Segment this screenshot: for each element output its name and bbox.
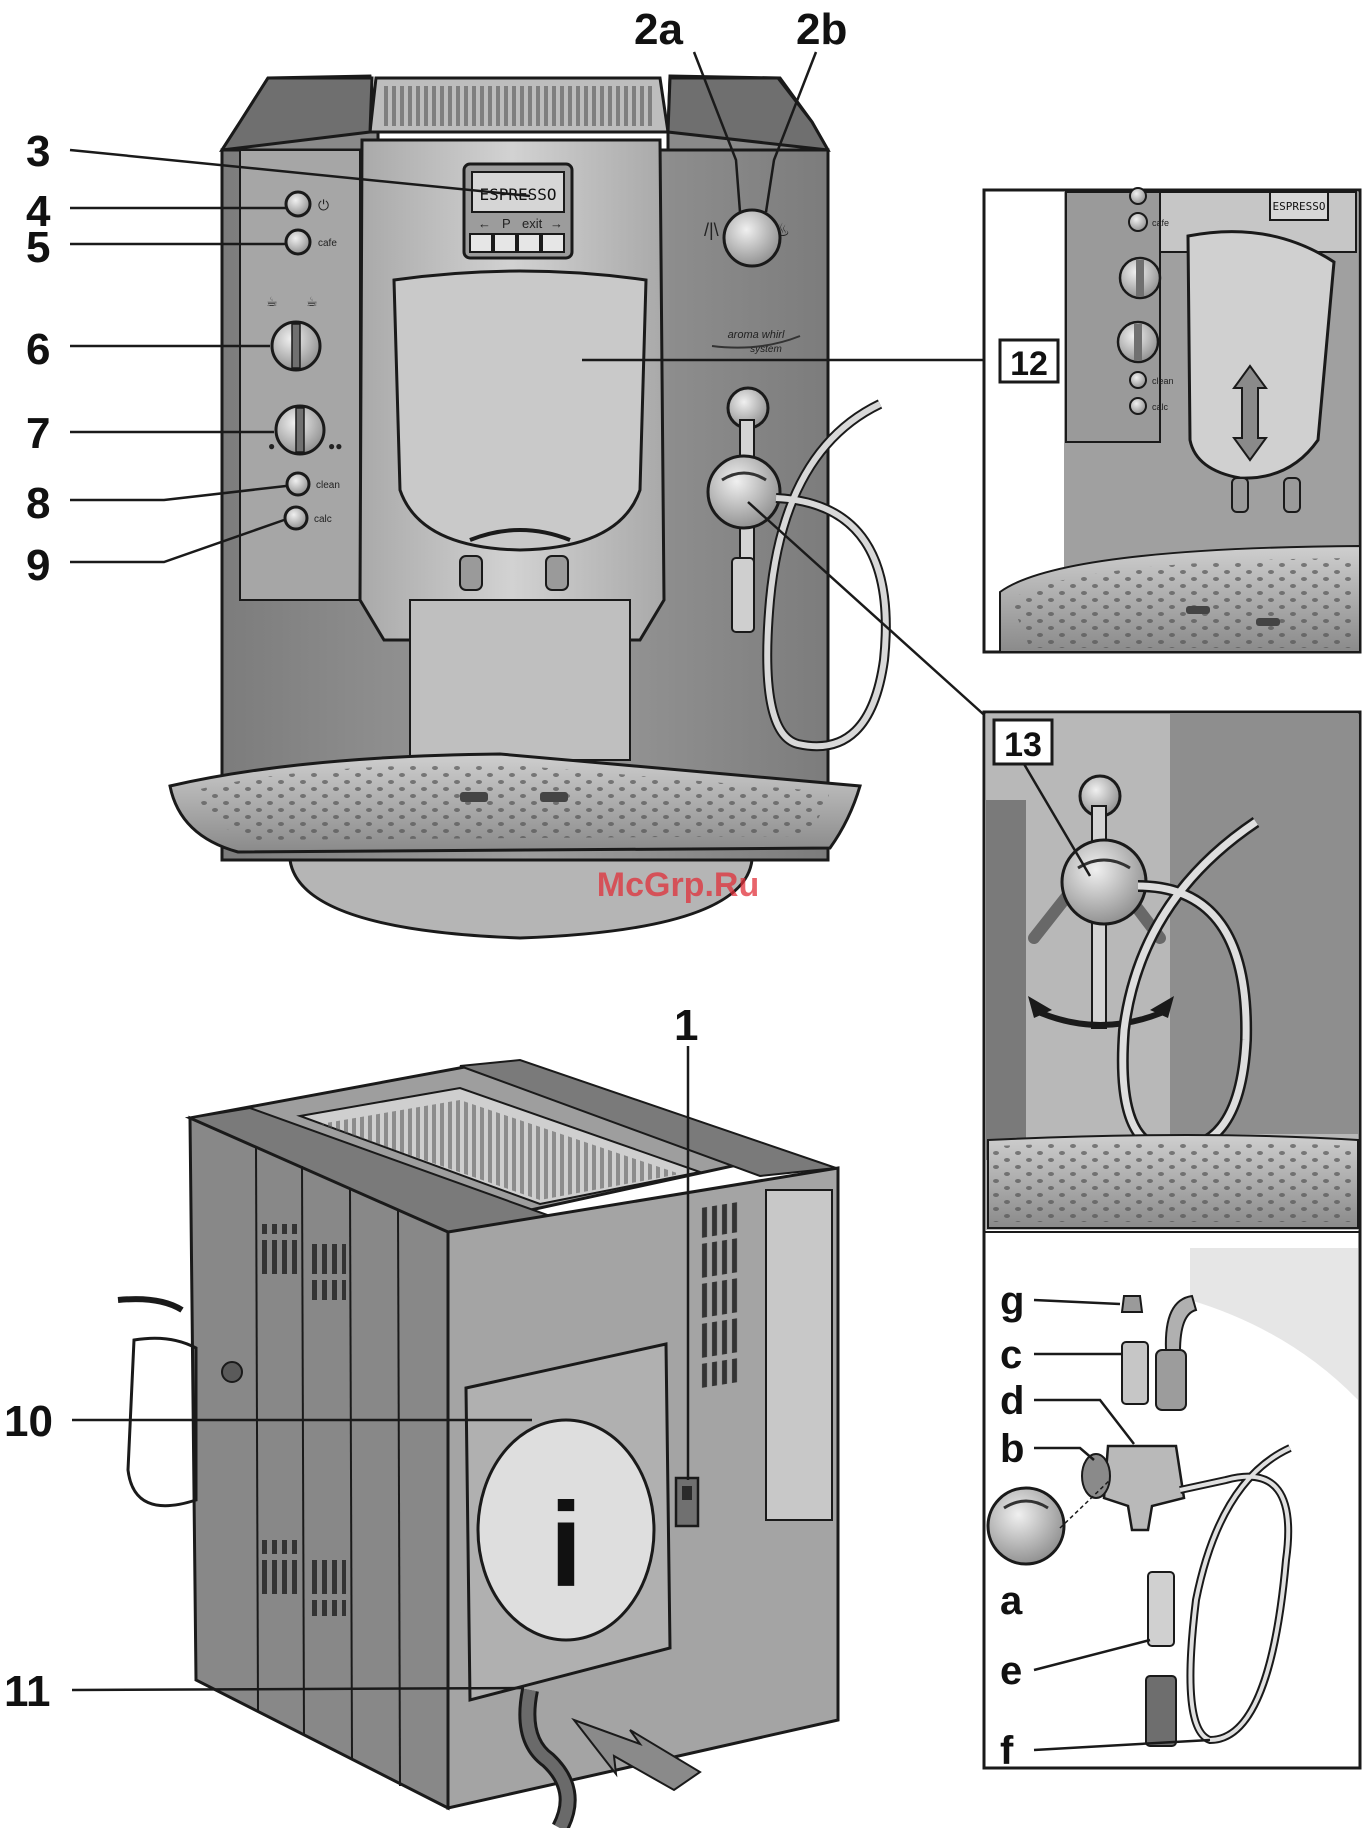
part-c-tube	[1122, 1342, 1148, 1404]
power-icon: ⏻	[318, 197, 329, 213]
callout-b: b	[1000, 1427, 1024, 1471]
callout-5: 5	[26, 223, 50, 272]
callout-11: 11	[4, 1667, 51, 1716]
callout-1: 1	[674, 1001, 698, 1050]
display-left-label: ←	[478, 216, 491, 231]
part-b-seal	[1082, 1454, 1110, 1498]
power-switch[interactable]	[676, 1478, 698, 1526]
callout-13: 13	[1004, 726, 1042, 764]
hot-water-icon: /|\	[704, 220, 719, 240]
mild-bean-icon: ●	[268, 439, 275, 453]
callout-d: d	[1000, 1379, 1024, 1423]
callout-6: 6	[26, 325, 50, 374]
callout-9: 9	[26, 541, 50, 590]
aroma-whirl-logo: aroma whirl	[728, 329, 785, 341]
callout-f: f	[1000, 1729, 1014, 1773]
inset-calc-label: calc	[1152, 402, 1169, 412]
display-exit-label: exit	[522, 216, 543, 231]
callout-7: 7	[26, 409, 50, 458]
power-button[interactable]	[286, 192, 310, 216]
callout-3: 3	[26, 127, 50, 176]
display-buttons[interactable]	[470, 234, 564, 252]
inset-frother-dial[interactable]	[1062, 840, 1146, 924]
part-e-tube	[1148, 1572, 1174, 1646]
clean-label: clean	[316, 480, 340, 491]
frother-dial[interactable]	[708, 456, 780, 528]
inset-clean-label: clean	[1152, 376, 1174, 386]
cafe-button[interactable]	[286, 230, 310, 254]
callout-2a: 2a	[634, 5, 683, 54]
info-symbol: i	[549, 1478, 582, 1612]
inset-12-panel: ESPRESSO cafe clean calc 12	[984, 188, 1360, 652]
callout-8: 8	[26, 479, 50, 528]
callout-c: c	[1000, 1333, 1022, 1377]
small-cup-icon: ☕	[266, 294, 278, 309]
part-g-nozzle-cap	[1122, 1296, 1142, 1312]
rear-view-machine: i	[118, 1060, 838, 1828]
hot-water-steam-selector[interactable]	[724, 210, 780, 266]
front-view-machine: ESPRESSO ← P exit → ⏻ cafe ☕ ☕ ● ●	[170, 76, 886, 938]
watermark: McGrp.Ru	[597, 866, 759, 904]
inset-display-text: ESPRESSO	[1273, 200, 1326, 213]
clean-button[interactable]	[287, 473, 309, 495]
cafe-label: cafe	[318, 238, 337, 249]
callout-2b: 2b	[796, 5, 847, 54]
part-f-filter	[1146, 1676, 1176, 1746]
strong-bean-icon: ●●	[328, 439, 343, 453]
coffee-outlet[interactable]	[394, 271, 646, 550]
calc-button[interactable]	[285, 507, 307, 529]
inset-cafe-label: cafe	[1152, 218, 1169, 228]
display-right-label: →	[550, 216, 563, 231]
part-a-dial	[988, 1488, 1064, 1564]
callout-a: a	[1000, 1579, 1023, 1623]
callout-12: 12	[1010, 345, 1048, 383]
calc-label: calc	[314, 514, 332, 525]
inset-13-panel: 13	[984, 712, 1360, 1768]
display-p-label: P	[502, 216, 511, 231]
callout-e: e	[1000, 1649, 1022, 1693]
callout-g: g	[1000, 1279, 1024, 1323]
callout-10: 10	[4, 1397, 53, 1446]
big-cup-icon: ☕	[306, 294, 318, 309]
